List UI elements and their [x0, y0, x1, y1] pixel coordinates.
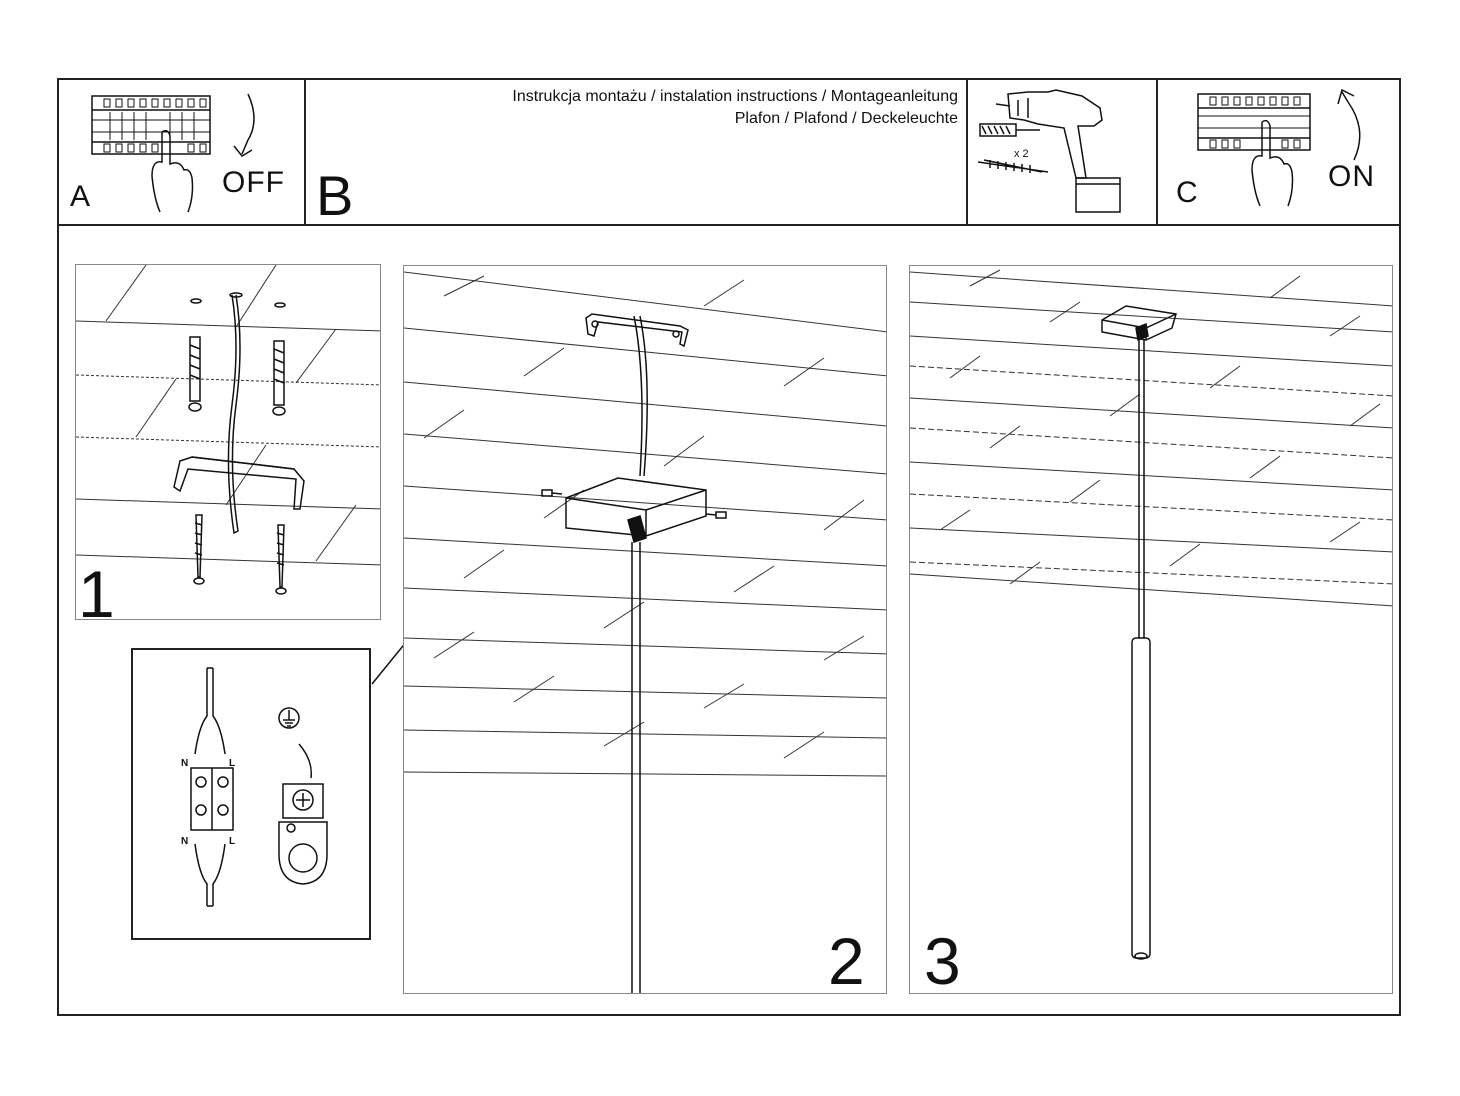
fuse-box-off-illustration	[91, 93, 255, 213]
step-c-power-on	[1158, 80, 1400, 224]
step-2-panel: 2	[403, 265, 887, 994]
step-a-letter: A	[70, 180, 91, 213]
ceiling-mounting-bracket-illustration	[76, 265, 380, 595]
title-line-1: Instrukcja montażu / instalation instruc…	[512, 88, 958, 105]
step-2-number: 2	[828, 924, 865, 994]
wire-n-bottom: N	[181, 836, 189, 847]
dowel-quantity: x 2	[1014, 148, 1029, 160]
step-1-number: 1	[78, 557, 115, 620]
wire-l-bottom: L	[229, 836, 236, 847]
wire-l-top: L	[229, 758, 236, 769]
pendant-lamp-installed-illustration	[910, 269, 1392, 960]
divider-tools	[966, 78, 968, 226]
title-line-2: Plafon / Plafond / Deckeleuchte	[734, 110, 958, 127]
wire-n-top: N	[181, 758, 189, 769]
divider-a	[304, 78, 306, 226]
step-3-panel: 3	[909, 265, 1393, 994]
step-b-letter: B	[316, 164, 354, 227]
step-1-panel: 1	[75, 264, 381, 620]
step-a-power-off	[60, 80, 304, 224]
tools-panel	[968, 80, 1156, 224]
divider-c	[1156, 78, 1158, 226]
on-label: ON	[1328, 160, 1375, 193]
off-label: OFF	[222, 166, 285, 199]
drill-and-dowels-illustration	[977, 89, 1121, 213]
terminal-block-and-ground-illustration	[190, 667, 328, 907]
step-3-number: 3	[924, 924, 961, 994]
step-c-letter: C	[1176, 176, 1198, 209]
instruction-sheet-frame	[57, 78, 1401, 1016]
wiring-detail-panel: N L N L	[131, 648, 371, 940]
header-divider	[57, 224, 1401, 226]
canopy-and-cable-illustration	[404, 271, 886, 993]
fuse-box-on-illustration	[1197, 88, 1361, 207]
